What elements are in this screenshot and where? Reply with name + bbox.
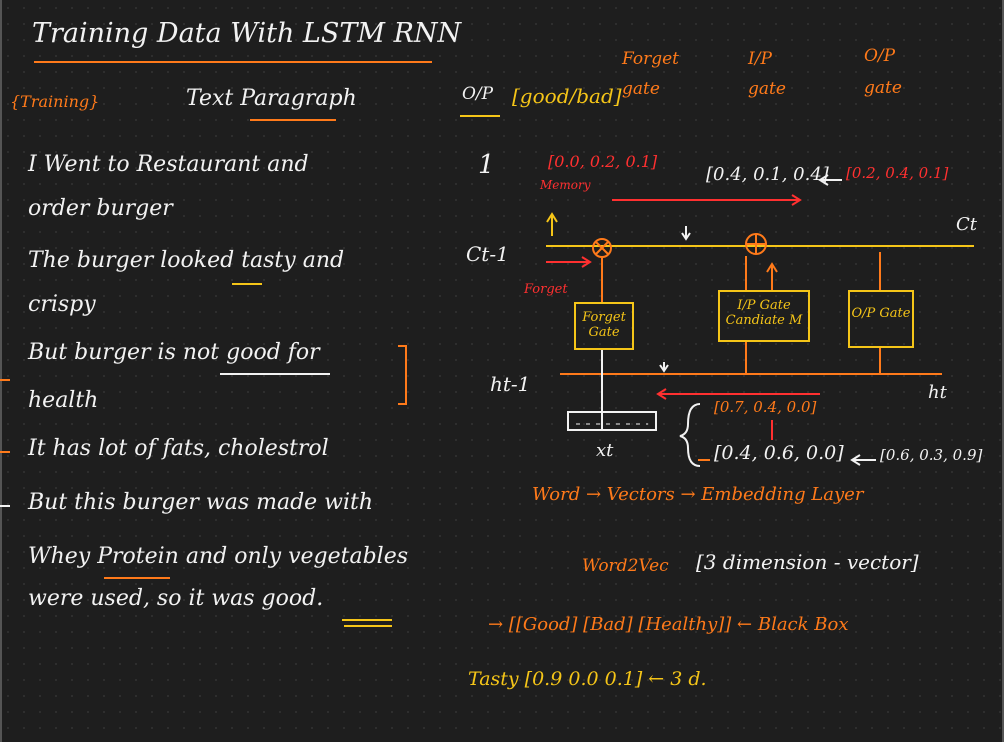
output-gate-header: O/P gate <box>864 46 902 98</box>
mid-vector: [0.4, 0.1, 0.4] <box>706 164 829 185</box>
c-t-label: Ct <box>956 214 978 235</box>
embedding-pipeline: Word → Vectors → Embedding Layer <box>532 484 864 505</box>
right-border <box>1002 0 1004 742</box>
output-gate-box: O/P Gate <box>848 290 914 348</box>
forget-gate-label: Forget Gate <box>582 310 626 340</box>
output-label: O/P <box>462 84 494 104</box>
h-prev-label: ht-1 <box>490 372 531 396</box>
vector-a: [0.7, 0.4, 0.0] <box>714 398 817 416</box>
forget-gate-box: Forget Gate <box>574 302 634 350</box>
vector-c: [0.6, 0.3, 0.9] <box>880 446 983 464</box>
paragraph-line: crispy <box>28 292 96 317</box>
text-paragraph-heading: Text Paragraph <box>186 86 357 111</box>
forget-gate-header: Forget gate <box>622 49 680 99</box>
vector-b: [0.4, 0.6, 0.0] <box>714 442 844 464</box>
paragraph-line: order burger <box>28 196 173 221</box>
input-gate-box: I/P Gate Candiate M <box>718 290 810 342</box>
c-prev-label: Ct-1 <box>466 242 509 266</box>
input-gate-header: I/P gate <box>748 49 786 99</box>
output-value: [good/bad] <box>512 84 622 108</box>
paragraph-line: It has lot of fats, cholestrol <box>28 436 329 461</box>
output-gate-label: O/P Gate <box>851 306 911 321</box>
input-gate-label: I/P Gate Candiate M <box>725 298 803 328</box>
paragraph-line: The burger looked tasty and <box>28 248 345 273</box>
page-title: Training Data With LSTM RNN <box>32 18 462 49</box>
paragraph-line: health <box>28 388 99 413</box>
forget-vector: [0.0, 0.2, 0.1] <box>548 152 658 171</box>
training-tag: {Training} <box>10 92 100 111</box>
dimension-label: [3 dimension - vector] <box>696 550 919 574</box>
paragraph-line: I Went to Restaurant and <box>28 152 309 177</box>
word2vec-label: Word2Vec <box>582 556 669 576</box>
input-vector: [0.2, 0.4, 0.1] <box>846 164 949 182</box>
x-t-label: xt <box>596 440 614 461</box>
tasty-vector: Tasty [0.9 0.0 0.1] ← 3 d. <box>468 668 707 690</box>
categories-line: → [[Good] [Bad] [Healthy]] ← Black Box <box>488 614 849 635</box>
left-border <box>0 0 2 742</box>
step-number: 1 <box>478 150 495 180</box>
paragraph-line: But burger is not good for <box>28 340 320 365</box>
paragraph-line: Whey Protein and only vegetables <box>28 544 409 569</box>
h-t-label: ht <box>928 382 947 403</box>
paragraph-line: But this burger was made with <box>28 490 374 515</box>
memory-label: Memory <box>540 178 591 192</box>
forget-label: Forget <box>524 282 568 297</box>
paragraph-line: were used, so it was good. <box>28 586 324 611</box>
